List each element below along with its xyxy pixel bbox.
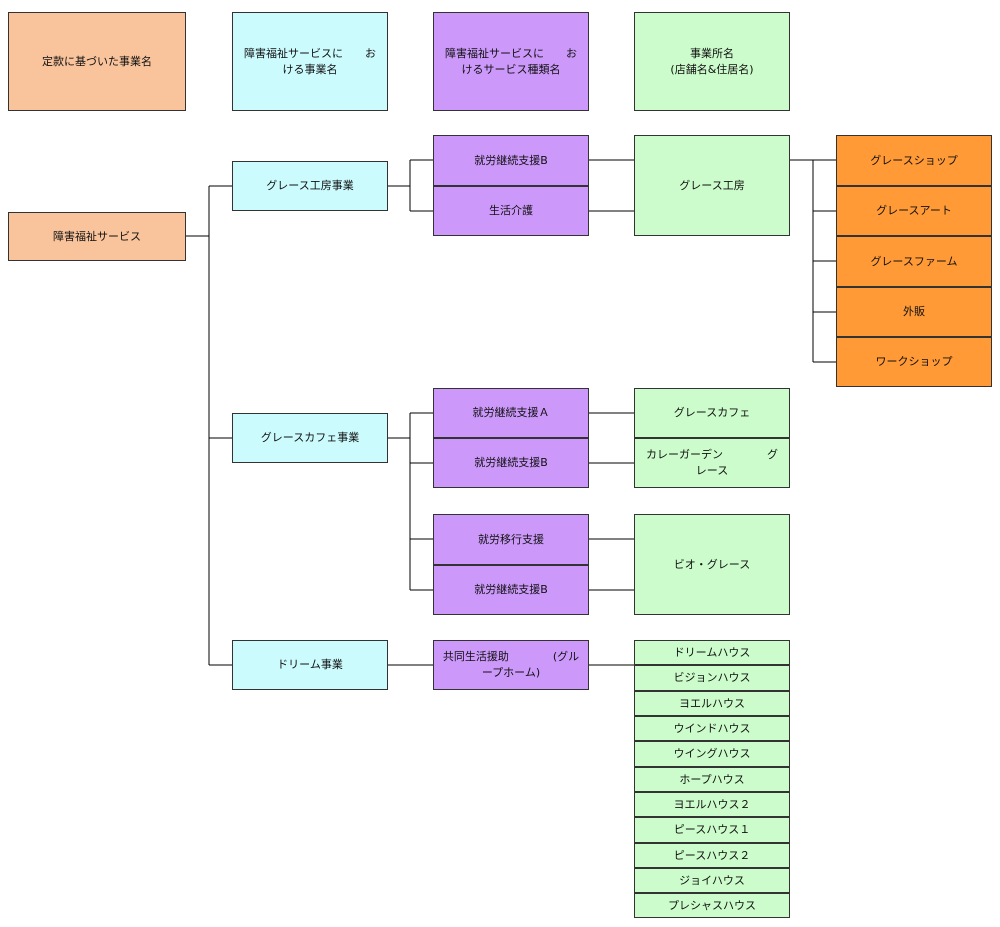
house-item: プレシャスハウス [634, 893, 790, 918]
shop-item: グレースファーム [836, 236, 992, 287]
service-cafe-a: 就労継続支援Ａ [433, 388, 589, 438]
house-item: ピースハウス２ [634, 843, 790, 868]
service-kobo-b: 就労継続支援B [433, 135, 589, 186]
shop-item: ワークショップ [836, 337, 992, 387]
service-iko: 就労移行支援 [433, 514, 589, 565]
house-item: ウイングハウス [634, 741, 790, 767]
business-grace-kobo: グレース工房事業 [232, 161, 388, 211]
house-item: ビジョンハウス [634, 665, 790, 691]
house-item: ジョイハウス [634, 868, 790, 893]
house-item: ヨエルハウス２ [634, 792, 790, 817]
service-bio-b: 就労継続支援B [433, 565, 589, 615]
business-dream: ドリーム事業 [232, 640, 388, 690]
house-item: ウインドハウス [634, 716, 790, 741]
shop-item: 外販 [836, 287, 992, 337]
service-cafe-b: 就労継続支援B [433, 438, 589, 488]
header-business-name: 定款に基づいた事業名 [8, 12, 186, 111]
office-grace-cafe: グレースカフェ [634, 388, 790, 438]
business-grace-cafe: グレースカフェ事業 [232, 413, 388, 463]
root-node: 障害福祉サービス [8, 212, 186, 261]
house-item: ピースハウス１ [634, 817, 790, 843]
service-kobo-kaigo: 生活介護 [433, 186, 589, 236]
shop-item: グレースショップ [836, 135, 992, 186]
shop-item: グレースアート [836, 186, 992, 236]
office-grace-kobo: グレース工房 [634, 135, 790, 236]
header-office-name: 事業所名 (店舗名&住居名) [634, 12, 822, 111]
header-welfare-business-name: 障害福祉サービスに おける事業名 [232, 12, 388, 111]
house-item: ヨエルハウス [634, 691, 790, 716]
office-curry-garden: カレーガーデン グレース [634, 438, 790, 488]
office-bio-grace: ビオ・グレース [634, 514, 790, 615]
house-item: ホープハウス [634, 767, 790, 792]
service-group-home: 共同生活援助 (グループホーム) [433, 640, 589, 690]
house-item: ドリームハウス [634, 640, 790, 665]
header-service-type: 障害福祉サービスに おけるサービス種類名 [433, 12, 589, 111]
